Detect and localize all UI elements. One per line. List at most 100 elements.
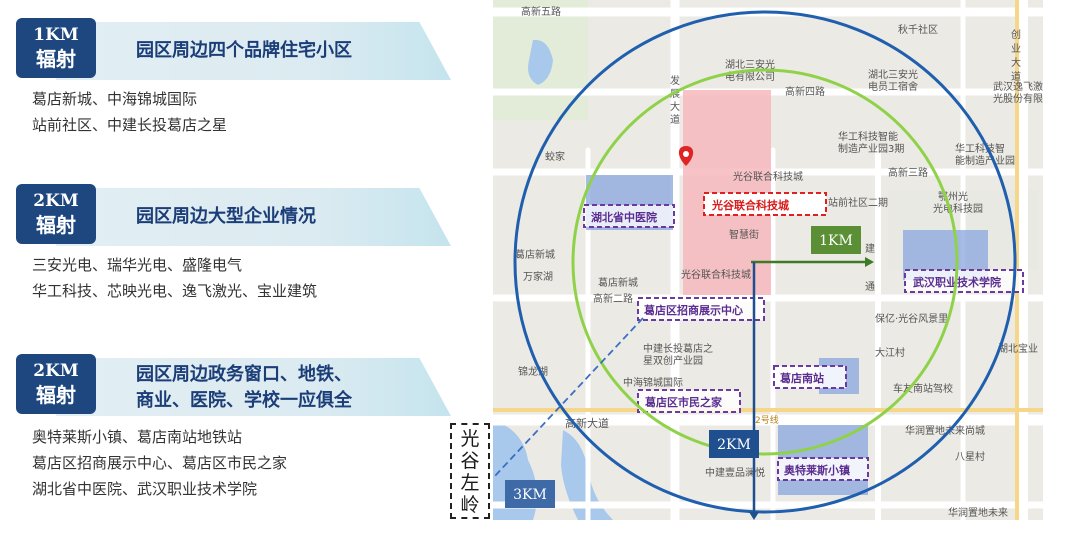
description-line: 奥特莱斯小镇、葛店南站地铁站 — [32, 428, 243, 446]
side-label-char: 光 — [460, 428, 480, 450]
place-label: 万家湖 — [523, 270, 553, 283]
place-label: 星双创产业园 — [643, 354, 703, 367]
hospital-poi-label: 湖北省中医院 — [591, 210, 657, 224]
road-label: 大 — [1011, 56, 1021, 69]
road-label: 高新三路 — [888, 166, 928, 179]
place-label: 华润置地未来尚城 — [905, 424, 985, 437]
side-location-label: 光 谷 左 岭 — [450, 423, 490, 519]
college-poi-box — [904, 269, 1024, 293]
location-pin-icon — [678, 146, 694, 166]
radius-tag-word: 辐射 — [36, 47, 76, 71]
radius-tag-word: 辐射 — [36, 213, 76, 237]
place-label: 光谷联合科技城 — [733, 170, 803, 183]
section-2km-amenities: 园区周边政务窗口、地铁、 商业、医院、学校一应俱全 2KM 辐射 奥特莱斯小镇、… — [16, 354, 451, 514]
radius-label-2km: 2KM — [717, 437, 751, 453]
place-label: 湖北三安光 — [868, 68, 918, 81]
place-label: 华工科技智 — [955, 142, 1005, 155]
road-label: 道 — [1011, 70, 1021, 83]
section-banner: 园区周边四个品牌住宅小区 — [56, 22, 451, 80]
radius-ray-3km — [493, 317, 644, 479]
place-label: 葛店新城 — [598, 276, 638, 289]
place-labels: 秋千社区 湖北三安光 电有限公司 湖北三安光 电员工宿舍 武汉逸飞激 光股份有限… — [515, 23, 1043, 519]
place-label: 秋千社区 — [898, 23, 938, 36]
radius-tag-word: 辐射 — [36, 383, 76, 407]
radius-tag-distance: 1KM — [33, 25, 79, 45]
section-description: 奥特莱斯小镇、葛店南站地铁站 葛店区招商展示中心、葛店区市民之家 湖北省中医院、… — [32, 424, 287, 502]
place-label: 通 — [865, 281, 875, 293]
road-label: 智慧街 — [729, 228, 759, 241]
road-label: 业 — [1011, 43, 1021, 55]
place-label: 建 — [865, 242, 875, 255]
side-label-char: 左 — [460, 472, 480, 494]
station-poi-label: 葛店南站 — [779, 371, 824, 385]
road-label: 发 — [670, 74, 680, 87]
side-label-char: 岭 — [460, 494, 480, 516]
road-label: 大 — [670, 100, 680, 113]
place-label: 电员工宿舍 — [868, 80, 918, 93]
section-title-line: 园区周边政务窗口、地铁、 — [136, 364, 352, 385]
section-title: 园区周边大型企业情况 — [136, 206, 316, 227]
description-line: 葛店新城、中海锦城国际 — [32, 90, 198, 108]
radius-label-3km-box — [505, 480, 555, 508]
description-line: 华工科技、芯映光电、逸飞激光、宝业建筑 — [32, 282, 318, 300]
place-label: 八星村 — [955, 450, 985, 463]
place-label: 制造产业园3期 — [838, 142, 904, 155]
place-label: 武汉逸飞激 — [993, 80, 1043, 93]
park-highlight-block — [683, 90, 771, 295]
section-banner: 园区周边大型企业情况 — [56, 188, 451, 246]
place-label: 华工科技智能 — [838, 130, 898, 143]
radius-tag: 2KM 辐射 — [16, 354, 96, 414]
place-label: 中建壹品澜悦 — [705, 466, 765, 479]
road-label: 高新四路 — [785, 85, 825, 98]
road-label: 创 — [1011, 28, 1021, 41]
road-label: 高新二路 — [593, 292, 633, 305]
radius-label-2km-box — [709, 430, 759, 458]
description-line: 葛店区招商展示中心、葛店区市民之家 — [32, 454, 288, 472]
arrow-head-icon — [749, 512, 759, 520]
side-label-char: 谷 — [460, 450, 480, 472]
place-label: 华润置地未来 — [948, 506, 1008, 519]
place-label: 保亿·光谷风景里 — [875, 312, 948, 325]
section-description: 三安光电、瑞华光电、盛隆电气 华工科技、芯映光电、逸飞激光、宝业建筑 — [32, 252, 317, 304]
place-label: 光电科技园 — [933, 202, 983, 215]
radius-label-1km: 1KM — [819, 233, 853, 249]
radius-tag: 2KM 辐射 — [16, 184, 96, 244]
lake-water — [528, 39, 553, 85]
station-poi-box — [773, 365, 847, 389]
outlets-poi-label: 奥特莱斯小镇 — [783, 463, 850, 477]
place-label: 蛟家 — [545, 150, 565, 163]
road-label: 道 — [670, 113, 680, 126]
arrow-head-icon — [865, 257, 874, 267]
radius-circle-1km — [571, 68, 959, 456]
outlets-poi-box — [777, 457, 869, 481]
exhibition-poi-label: 葛店区招商展示中心 — [643, 303, 743, 317]
radius-tag: 1KM 辐射 — [16, 18, 96, 78]
place-label: 中海锦城国际 — [623, 376, 683, 389]
section-2km-enterprises: 园区周边大型企业情况 2KM 辐射 三安光电、瑞华光电、盛隆电气 华工科技、芯映… — [16, 184, 451, 304]
place-label: 大江村 — [875, 346, 905, 359]
center-poi-box — [703, 192, 827, 216]
place-label: 能制造产业园 — [955, 154, 1015, 167]
road-label: 高新五路 — [521, 5, 561, 18]
radius-circle-2km — [513, 10, 1017, 514]
radius-label-3km: 3KM — [513, 487, 547, 503]
radius-tag-distance: 2KM — [33, 191, 79, 211]
radius-tag-distance: 2KM — [33, 361, 79, 381]
place-label: 葛店新城 — [515, 248, 555, 261]
metro-label: 2号线 — [755, 414, 779, 426]
place-label: 湖北三安光 — [725, 58, 775, 71]
hospital-poi-box — [583, 204, 675, 228]
radius-map[interactable]: 高新五路 高新四路 高新三路 高新二路 高新大道 2号线 智慧街 创 业 大 道… — [493, 0, 1043, 520]
description-line: 湖北省中医院、武汉职业技术学院 — [32, 480, 258, 498]
place-label: 光股份有限 — [993, 92, 1043, 105]
map-canvas: 高新五路 高新四路 高新三路 高新二路 高新大道 2号线 智慧街 创 业 大 道… — [493, 0, 1043, 520]
place-label: 光谷联合科技城 — [681, 268, 751, 281]
center-poi-label: 光谷联合科技城 — [711, 198, 789, 212]
description-line: 三安光电、瑞华光电、盛隆电气 — [32, 256, 243, 274]
section-title: 园区周边四个品牌住宅小区 — [136, 40, 352, 61]
exhibition-poi-box — [637, 297, 765, 321]
section-description: 葛店新城、中海锦城国际 站前社区、中建长投葛店之星 — [32, 86, 227, 138]
radius-label-1km-box — [811, 226, 861, 254]
section-banner: 园区周边政务窗口、地铁、 商业、医院、学校一应俱全 — [56, 358, 451, 416]
section-title: 园区周边政务窗口、地铁、 商业、医院、学校一应俱全 — [136, 362, 352, 414]
